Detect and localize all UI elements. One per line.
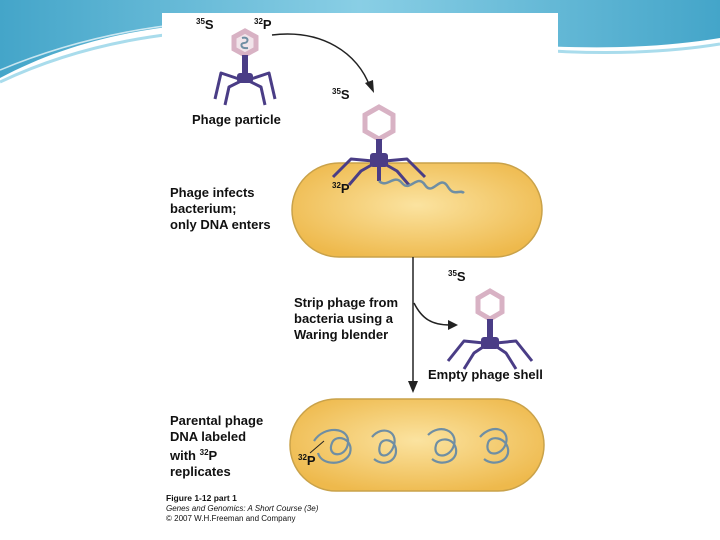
isotope-label-s35-top: 35S <box>196 17 214 32</box>
label-strip-phage: Strip phage from bacteria using a Waring… <box>294 295 398 343</box>
label-parental-phage: Parental phage DNA labeled with 32P repl… <box>170 413 263 480</box>
empty-phage-shell-icon <box>448 291 532 369</box>
label-phage-infects-line2: bacterium; <box>170 201 271 217</box>
caption-title: Figure 1-12 part 1 <box>166 493 318 504</box>
caption-book: Genes and Genomics: A Short Course (3e) <box>166 504 318 514</box>
arrow-to-empty-shell <box>414 303 450 325</box>
isotope-label-p32-top: 32P <box>254 17 272 32</box>
isotope-label-s35-infect: 35S <box>332 87 350 102</box>
label-parental-line1: Parental phage <box>170 413 263 429</box>
arrow-to-infection <box>272 34 370 87</box>
hershey-chase-figure: 35S 32P 35S 32P 35S 32P Phage particle P… <box>162 13 558 527</box>
label-empty-phage-shell: Empty phage shell <box>428 367 543 383</box>
isotope-label-p32-infect: 32P <box>332 181 350 196</box>
phage-particle-icon <box>215 31 275 105</box>
label-strip-phage-line1: Strip phage from <box>294 295 398 311</box>
isotope-label-p32-bottom: 32P <box>298 453 316 468</box>
isotope-label-s35-shell: 35S <box>448 269 466 284</box>
label-parental-line2: DNA labeled <box>170 429 263 445</box>
caption-copyright: © 2007 W.H.Freeman and Company <box>166 514 318 524</box>
arrow-head-empty-shell <box>448 320 458 330</box>
arrow-down-head <box>408 381 418 393</box>
label-phage-infects-line3: only DNA enters <box>170 217 271 233</box>
label-phage-infects-line1: Phage infects <box>170 185 271 201</box>
figure-caption: Figure 1-12 part 1 Genes and Genomics: A… <box>166 493 318 524</box>
arrow-head-infection <box>365 80 374 93</box>
bacterium-cell-top <box>292 163 542 257</box>
label-parental-line4: replicates <box>170 464 263 480</box>
label-strip-phage-line3: Waring blender <box>294 327 398 343</box>
label-phage-particle: Phage particle <box>192 112 281 128</box>
label-strip-phage-line2: bacteria using a <box>294 311 398 327</box>
label-parental-line3: with 32P <box>170 445 263 464</box>
label-phage-infects: Phage infects bacterium; only DNA enters <box>170 185 271 233</box>
